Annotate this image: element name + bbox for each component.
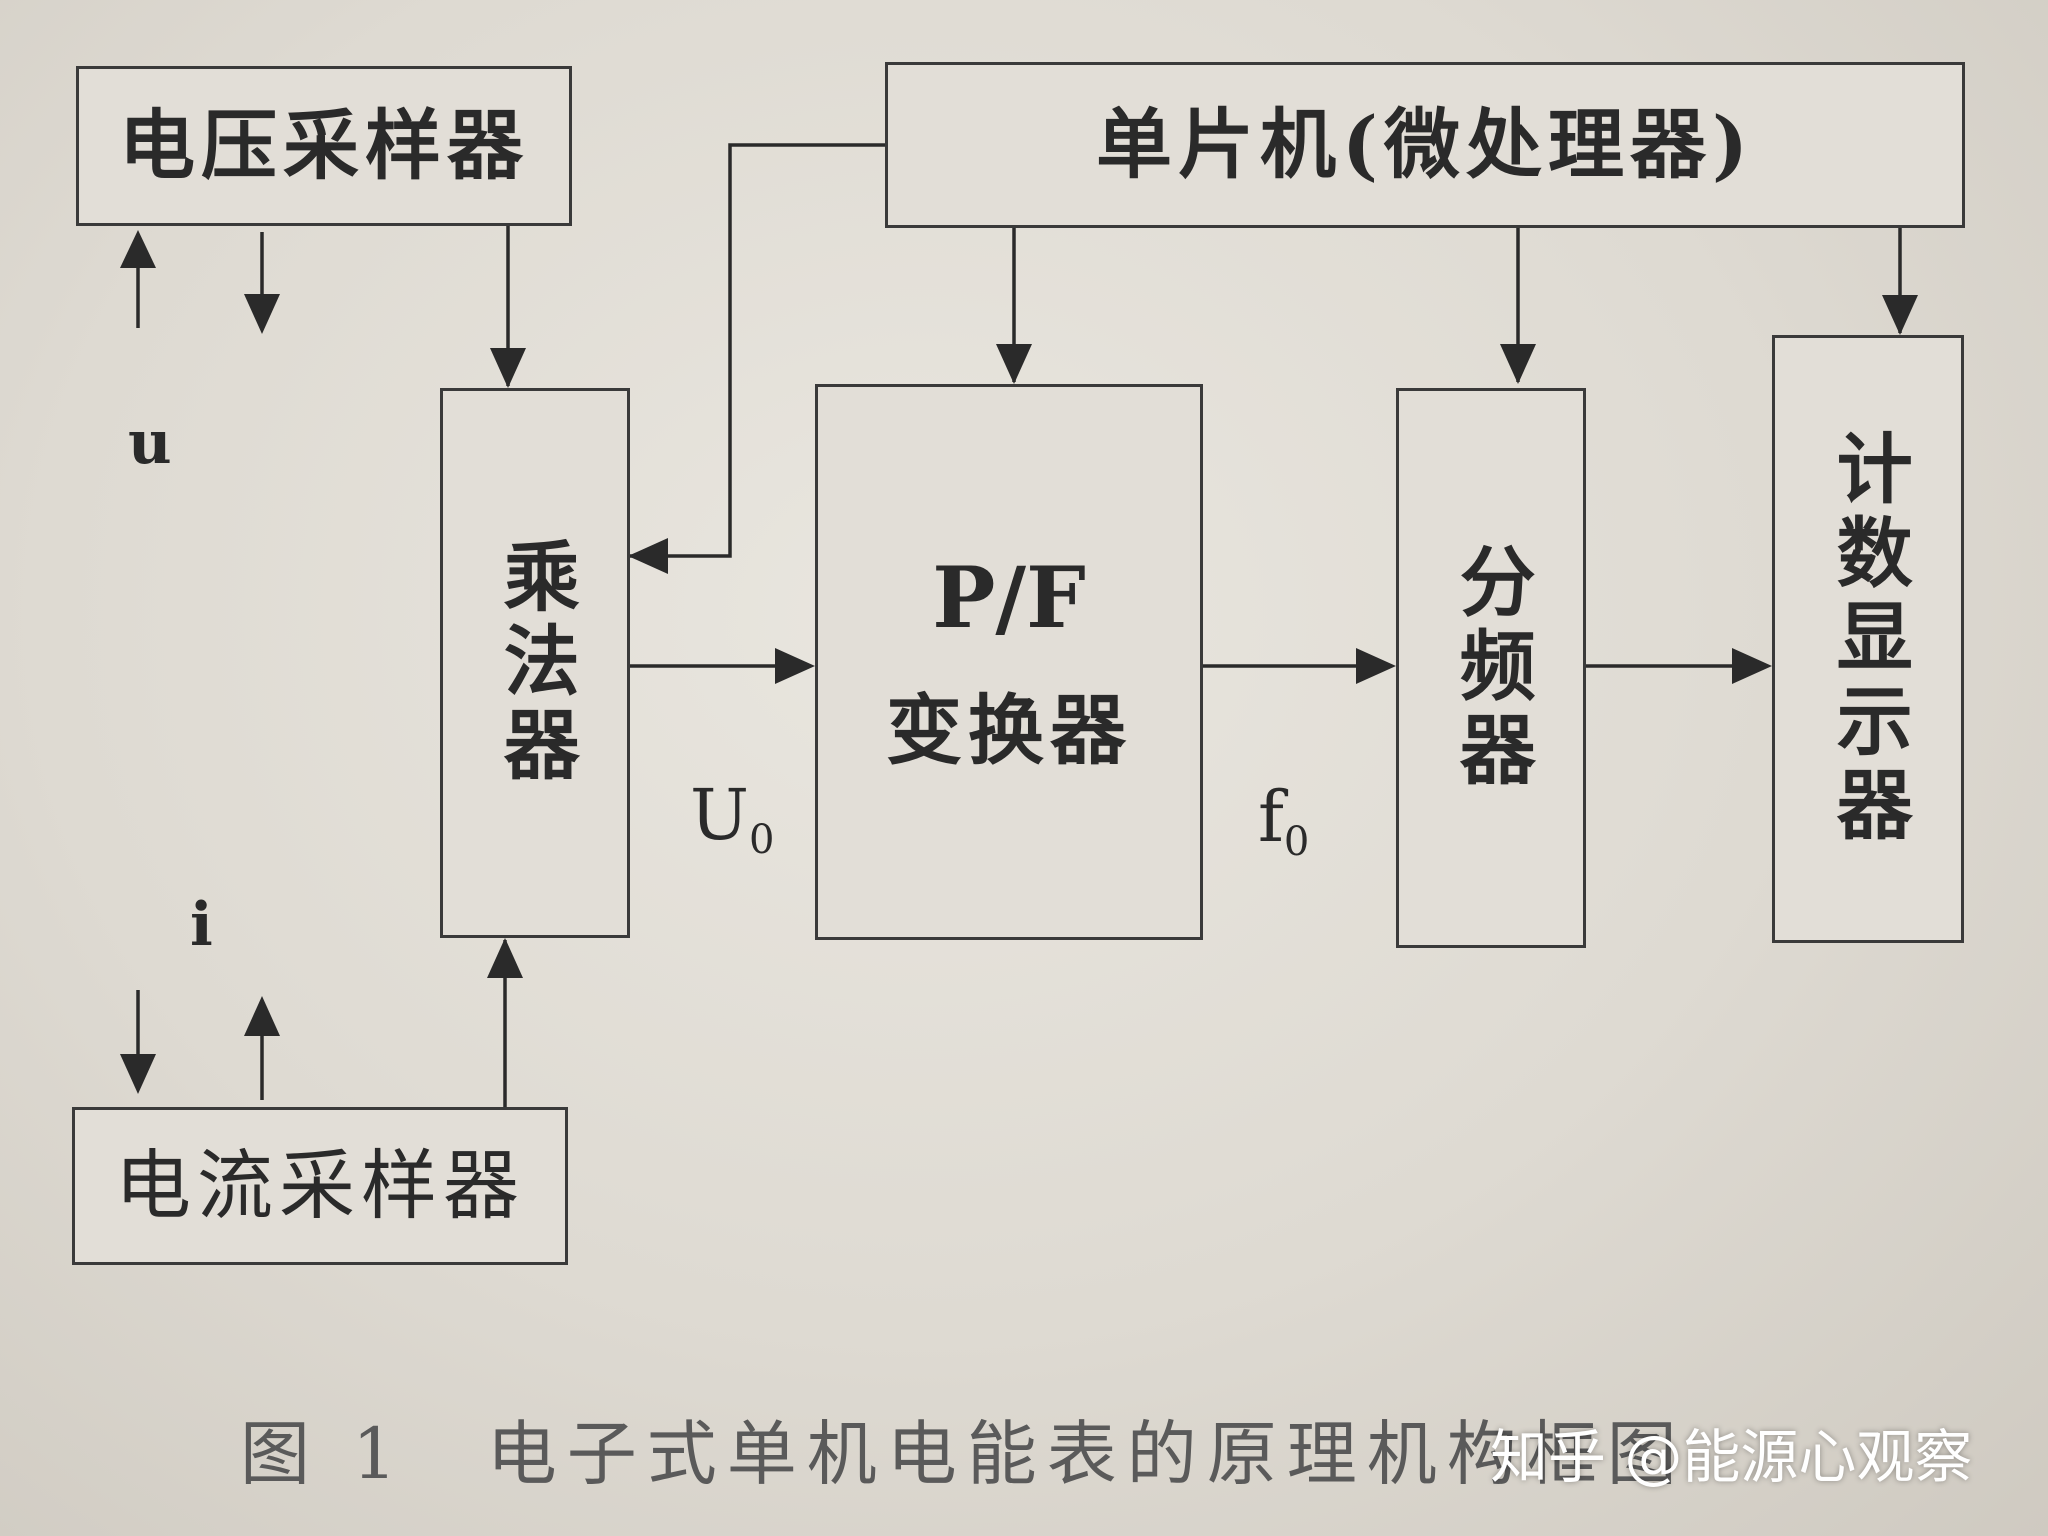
signal-u0-sub: 0 (749, 817, 775, 863)
signal-u0-main: U (690, 774, 749, 856)
counter-display-block: 计数显示器 (1772, 335, 1964, 943)
signal-i-label: i (190, 890, 213, 960)
current-sampler-block: 电流采样器 (72, 1107, 568, 1265)
arrowhead-pf-to-divider (1356, 648, 1396, 684)
arrowhead-voltage-to-multiplier (490, 348, 526, 388)
signal-f0-main: f (1258, 776, 1284, 858)
multiplier-block: 乘法器 (440, 388, 630, 938)
divider-label: 分频器 (1446, 542, 1536, 794)
pf-converter-label-line2: 变换器 (886, 685, 1132, 775)
voltage-sampler-block: 电压采样器 (76, 66, 572, 226)
signal-f0-sub: 0 (1283, 819, 1310, 865)
pf-converter-label-line1: P/F (932, 548, 1086, 647)
arrowhead-mcu-to-multiplier (628, 538, 668, 574)
arrowhead-current-to-multiplier (487, 938, 523, 978)
arrowhead-multiplier-to-pf (775, 648, 815, 684)
arrowhead-u-in (120, 230, 156, 268)
current-sampler-label: 电流采样器 (115, 1141, 525, 1231)
mcu-label: 单片机(微处理器) (1096, 100, 1754, 190)
wire-mcu-to-multiplier (630, 143, 885, 558)
arrowhead-i-out (120, 1054, 156, 1094)
signal-u-label: u (128, 408, 172, 478)
mcu-block: 单片机(微处理器) (885, 62, 1965, 228)
figure-caption: 图 1 电子式单机电能表的原理机构框图 (240, 1413, 1687, 1495)
arrowhead-mcu-to-pf (996, 344, 1032, 384)
watermark: 知乎 @能源心观察 (1490, 1423, 1973, 1491)
arrowhead-u-out (244, 294, 280, 334)
multiplier-label: 乘法器 (490, 537, 580, 789)
counter-display-label: 计数显示器 (1823, 429, 1913, 849)
signal-f0-label: f0 (1258, 776, 1309, 865)
arrowhead-mcu-to-divider (1500, 344, 1536, 384)
divider-block: 分频器 (1396, 388, 1586, 948)
signal-u0-label: U0 (690, 774, 774, 863)
arrowhead-mcu-to-counter (1882, 295, 1918, 335)
voltage-sampler-label: 电压采样器 (119, 101, 529, 191)
arrowhead-divider-to-counter (1732, 648, 1772, 684)
pf-converter-block: P/F 变换器 (815, 384, 1203, 940)
arrowhead-i-in (244, 996, 280, 1036)
